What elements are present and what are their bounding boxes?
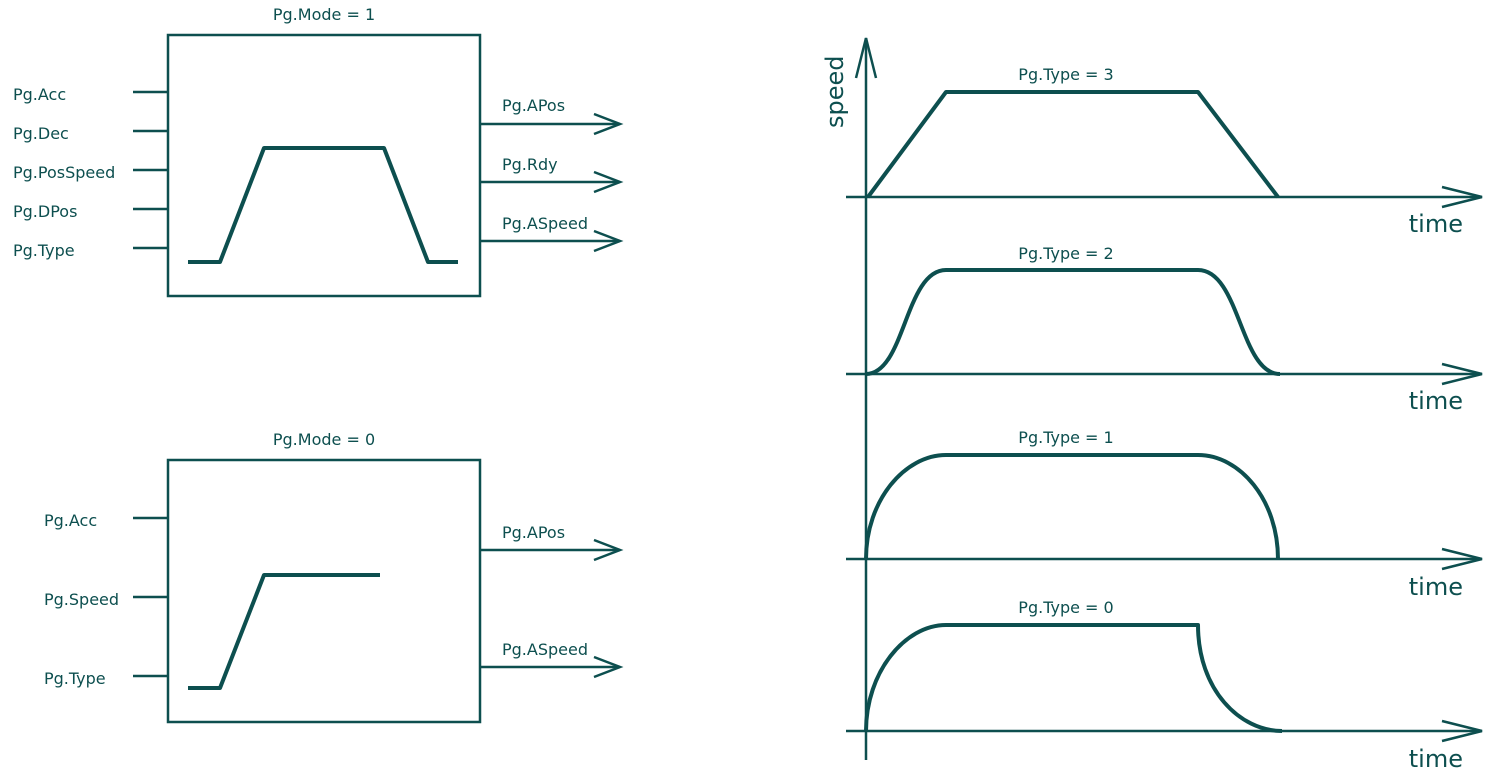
block-mode-0-title: Pg.Mode = 0	[273, 430, 375, 449]
speed-axis-arrowhead	[854, 37, 878, 79]
block-mode-0-frame	[166, 458, 482, 724]
block-mode-1-trapezoid-profile	[188, 146, 458, 264]
block-mode-0: Pg.Mode = 0 Pg.Acc Pg.Speed Pg.Type Pg.A…	[44, 430, 624, 724]
output-label-apos-0: Pg.APos	[502, 523, 565, 542]
output-label-apos: Pg.APos	[502, 96, 565, 115]
output-arrow-aspeed-0	[480, 655, 624, 679]
input-label-acc-0: Pg.Acc	[44, 511, 97, 530]
time-axis-label-type-2: time	[1409, 387, 1463, 415]
profile-type-0: time Pg.Type = 0	[846, 598, 1483, 773]
time-axis-arrowhead-type-0	[1441, 719, 1483, 743]
profile-label-type-1: Pg.Type = 1	[1018, 428, 1113, 447]
time-axis-label-type-3: time	[1409, 210, 1463, 238]
speed-profiles: speed time Pg.Type = 3 time Pg.Type = 2 …	[821, 37, 1483, 773]
input-label-acc: Pg.Acc	[13, 85, 66, 104]
profile-label-type-0: Pg.Type = 0	[1018, 598, 1113, 617]
profile-curve-type-0	[864, 623, 1283, 733]
speed-axis-label: speed	[821, 55, 849, 128]
output-arrow-rdy	[480, 170, 624, 194]
input-label-dpos: Pg.DPos	[13, 202, 77, 221]
profile-curve-type-1	[864, 453, 1280, 560]
output-label-rdy: Pg.Rdy	[502, 155, 558, 174]
block-mode-1: Pg.Mode = 1 Pg.Acc Pg.Dec Pg.PosSpeed Pg…	[13, 5, 624, 298]
profile-type-1: time Pg.Type = 1	[846, 428, 1483, 601]
block-mode-1-title: Pg.Mode = 1	[273, 5, 375, 24]
time-axis-arrowhead-type-3	[1441, 185, 1483, 209]
time-axis-arrowhead-type-1	[1441, 547, 1483, 571]
input-label-posspeed: Pg.PosSpeed	[13, 163, 115, 182]
output-label-aspeed-0: Pg.ASpeed	[502, 640, 588, 659]
input-label-dec: Pg.Dec	[13, 124, 69, 143]
profile-label-type-3: Pg.Type = 3	[1018, 65, 1113, 84]
output-arrow-aspeed	[480, 229, 624, 253]
input-label-type-0: Pg.Type	[44, 669, 106, 688]
time-axis-label-type-1: time	[1409, 573, 1463, 601]
profile-curve-type-2	[865, 268, 1281, 376]
output-arrow-apos-0	[480, 538, 624, 562]
profile-label-type-2: Pg.Type = 2	[1018, 244, 1113, 263]
input-label-speed: Pg.Speed	[44, 590, 119, 609]
output-arrow-apos	[480, 112, 624, 136]
profile-type-2: time Pg.Type = 2	[846, 244, 1483, 415]
block-mode-0-ramp-profile	[188, 573, 380, 690]
output-label-aspeed: Pg.ASpeed	[502, 214, 588, 233]
time-axis-label-type-0: time	[1409, 745, 1463, 772]
profile-type-3: time Pg.Type = 3	[846, 65, 1483, 238]
profile-curve-type-3	[866, 90, 1280, 199]
time-axis-arrowhead-type-2	[1441, 362, 1483, 386]
block-mode-1-frame	[166, 33, 482, 298]
input-label-type: Pg.Type	[13, 241, 75, 260]
